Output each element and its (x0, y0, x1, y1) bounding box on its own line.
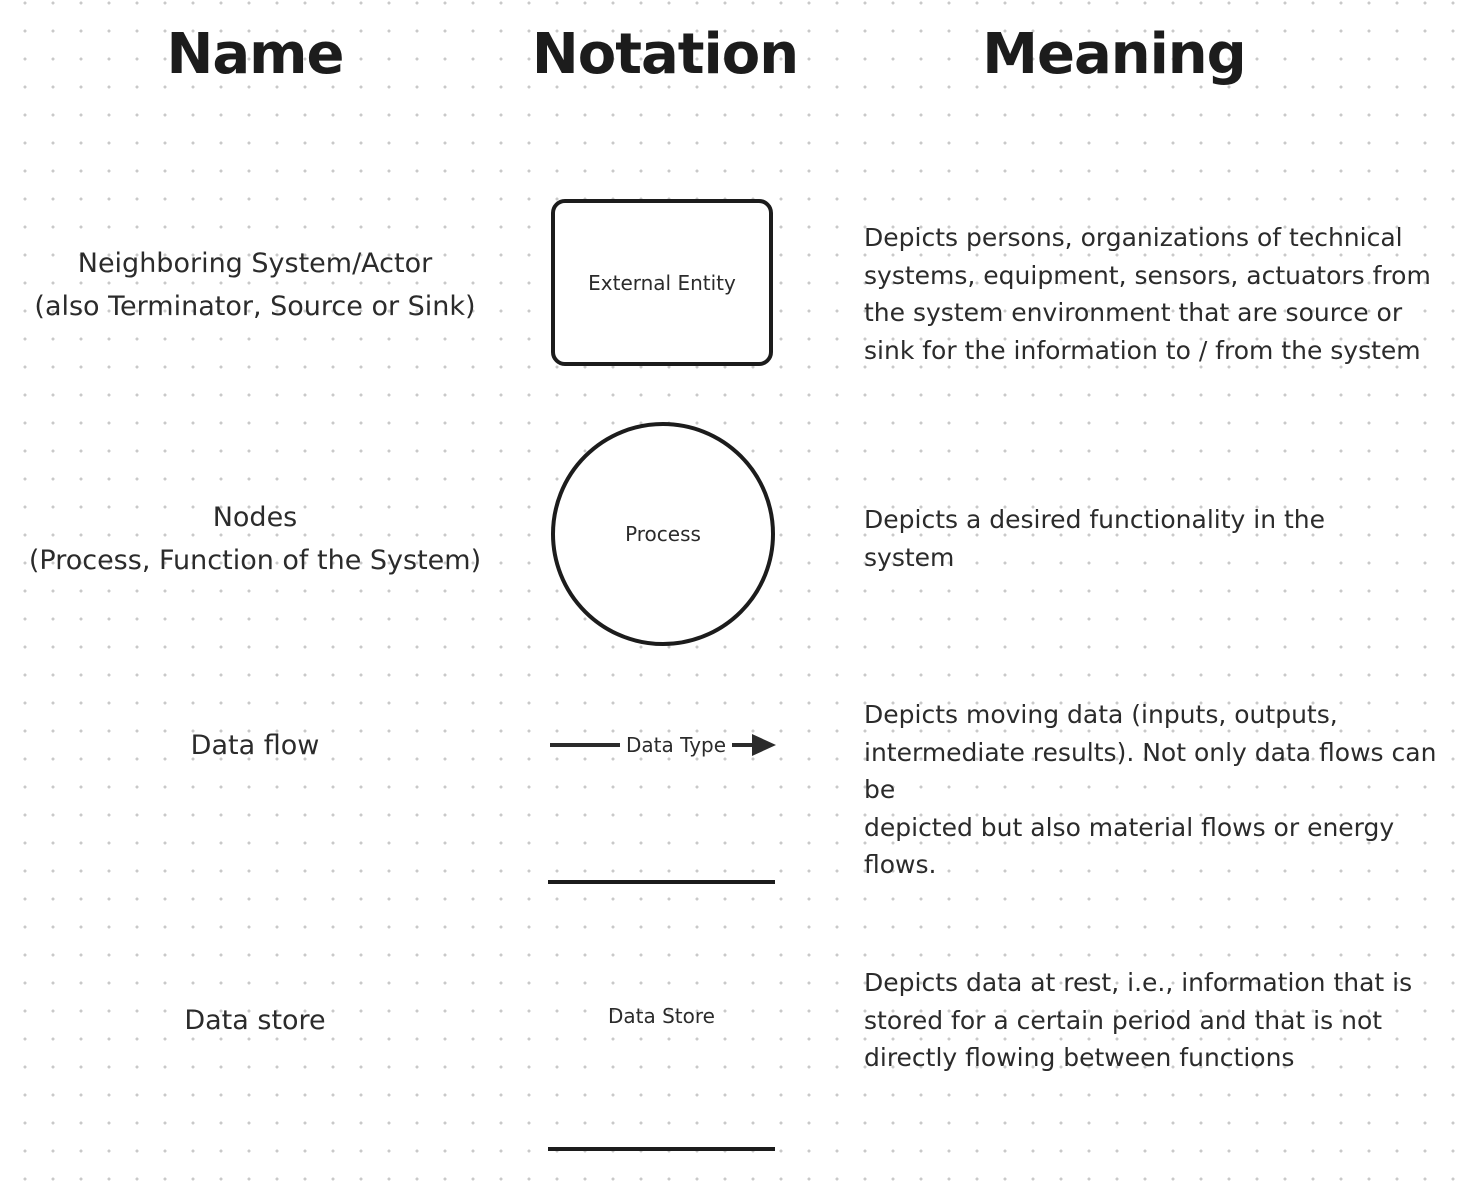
row-name-nodes: Nodes (Process, Function of the System) (28, 502, 482, 576)
column-header-name: Name (166, 22, 345, 87)
row-meaning-neighboring-system: Depicts persons, organizations of techni… (864, 223, 1431, 365)
data-store-label: Data Store (608, 1004, 715, 1028)
data-store-top-line (548, 880, 775, 884)
row-name-neighboring-system: Neighboring System/Actor (also Terminato… (34, 248, 476, 322)
external-entity-shape: External Entity (551, 199, 773, 366)
column-header-meaning: Meaning (982, 22, 1247, 87)
arrow-head-icon (752, 734, 776, 756)
row-meaning-data-store: Depicts data at rest, i.e., information … (864, 968, 1413, 1072)
data-type-label: Data Type (626, 733, 727, 757)
arrow-shaft-line (732, 743, 752, 747)
arrow-tail-line (550, 743, 620, 747)
process-label: Process (625, 522, 701, 546)
data-flow-arrow: Data Type (550, 731, 776, 759)
row-meaning-nodes: Depicts a desired functionality in the s… (864, 505, 1326, 572)
process-circle-shape: Process (551, 422, 775, 646)
data-store-bottom-line (548, 1147, 775, 1151)
row-name-data-store: Data store (184, 1005, 326, 1036)
column-header-notation: Notation (531, 22, 799, 87)
row-name-data-flow: Data flow (190, 730, 320, 761)
external-entity-label: External Entity (588, 270, 736, 295)
data-store-label-wrap: Data Store (548, 1004, 775, 1028)
row-meaning-data-flow: Depicts moving data (inputs, outputs, in… (864, 700, 1437, 879)
